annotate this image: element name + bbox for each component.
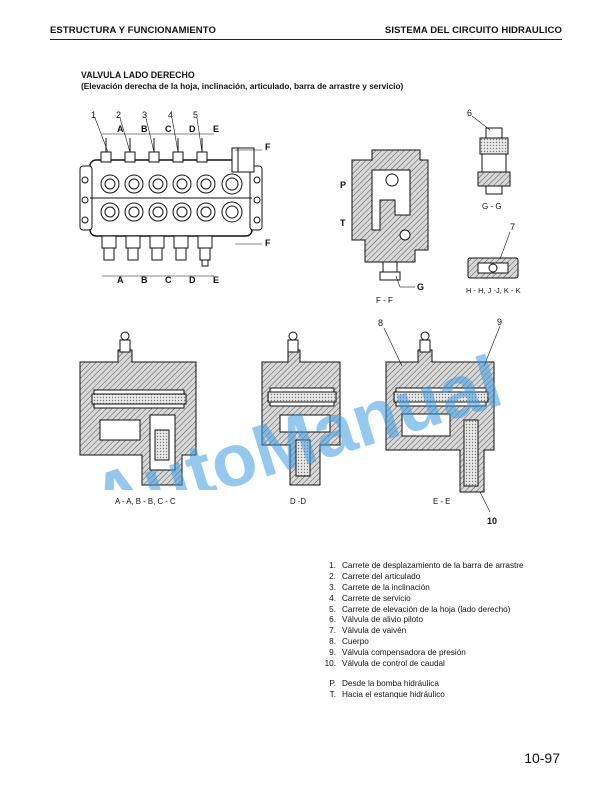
callout-5: 5 (193, 110, 198, 120)
callout-9: 9 (497, 317, 502, 327)
legend-item: 10.Válvula de control de caudal (324, 659, 445, 669)
callout-2: 2 (116, 110, 121, 120)
section-d-bottom: D (189, 275, 196, 285)
section-b-bottom: B (141, 275, 148, 285)
page-header: ESTRUCTURA Y FUNCIONAMIENTO SISTEMA DEL … (50, 24, 562, 40)
top-view-labels: 1 2 3 4 5 A B C D E F F A B C D E (91, 110, 271, 285)
section-f-top: F (265, 142, 271, 152)
header-system-title: SISTEMA DEL CIRCUITO HIDRAULICO (384, 25, 562, 36)
legend-item: 4.Carrete de servicio (329, 593, 411, 603)
legend-item: 1.Carrete de desplazamiento de la barra … (329, 561, 524, 570)
view-abc-label: A - A, B - B, C - C (115, 497, 176, 506)
section-f-side: F (265, 238, 271, 248)
view-gg-label: G - G (482, 202, 502, 211)
legend-port-item: T.Hacia el estanque hidráulico (329, 689, 445, 699)
port-g-label: G (417, 282, 424, 292)
section-ee-view (383, 325, 501, 513)
view-hk-label: H - H, J -J, K - K (466, 286, 521, 295)
port-t-label: T (340, 218, 346, 228)
callout-7: 7 (510, 222, 515, 232)
section-hk-view (467, 231, 519, 279)
valve-bank-top-view (79, 117, 263, 277)
callout-8: 8 (378, 318, 383, 328)
section-d-top: D (189, 124, 196, 134)
section-abc-view (79, 331, 197, 486)
section-e-bottom: E (213, 275, 219, 285)
legend-item: 8.Cuerpo (329, 637, 369, 647)
section-gg-view (471, 115, 511, 195)
section-b-top: B (141, 124, 148, 134)
figure-title: VALVULA LADO DERECHO (81, 70, 195, 80)
section-c-bottom: C (165, 275, 172, 285)
callout-6: 6 (467, 108, 472, 118)
legend-item: 3.Carrete de la inclinación (329, 582, 430, 592)
section-a-bottom: A (117, 275, 124, 285)
legend-item: 6.Válvula de alivio piloto (329, 615, 424, 625)
parts-legend: 1.Carrete de desplazamiento de la barra … (318, 561, 524, 701)
legend-item: 7.Válvula de vaivén (329, 626, 407, 636)
port-p-label: P (340, 180, 346, 190)
legend-item: 5.Carrete de elevación de la hoja (lado … (329, 604, 511, 614)
page-number: 10-97 (524, 750, 560, 766)
callout-3: 3 (142, 110, 147, 120)
view-dd-label: D -D (290, 497, 306, 506)
view-ee-label: E - E (433, 497, 450, 506)
legend-item: 2.Carrete del articulado (329, 571, 421, 581)
callout-4: 4 (168, 110, 173, 120)
section-e-top: E (213, 124, 219, 134)
callout-1: 1 (91, 110, 96, 120)
section-dd-view (261, 331, 341, 486)
view-ff-label: F - F (376, 296, 393, 305)
legend-port-item: P.Desde la bomba hidráulica (329, 678, 439, 688)
legend-item: 9.Válvula compensadora de presión (329, 648, 466, 658)
spool-sections (100, 138, 243, 267)
header-section-title: ESTRUCTURA Y FUNCIONAMIENTO (50, 25, 216, 36)
callout-10: 10 (487, 516, 497, 526)
section-c-top: C (165, 124, 172, 134)
section-a-top: A (117, 124, 124, 134)
section-ff-view (351, 149, 429, 288)
figure-subtitle: (Elevación derecha de la hoja, inclinaci… (81, 81, 404, 91)
